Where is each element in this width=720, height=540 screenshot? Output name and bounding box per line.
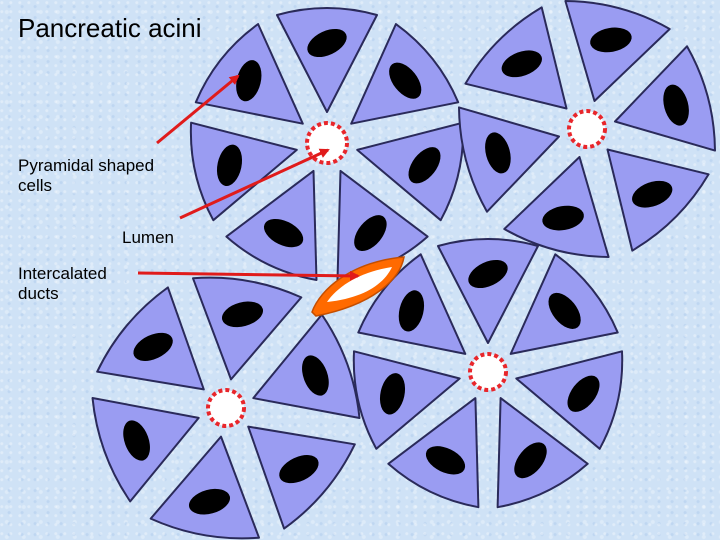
- pyramidal-cell: [192, 276, 303, 381]
- intercalated-duct-arrow: [137, 270, 360, 281]
- cell-nucleus: [548, 292, 581, 329]
- pyramidal-cell: [149, 435, 260, 540]
- cell-nucleus: [279, 455, 319, 484]
- intercalated-ducts-label: Intercalated ducts: [18, 264, 107, 303]
- cell-nucleus: [542, 205, 584, 231]
- cell-nucleus: [501, 50, 542, 78]
- cell-nucleus: [590, 27, 632, 53]
- cell-nucleus: [663, 84, 689, 126]
- cell-nucleus: [188, 488, 231, 515]
- page-title: Pancreatic acini: [18, 13, 202, 43]
- pyramidal-cells-label: Pyramidal shaped cells: [18, 156, 155, 195]
- acinar-lumen: [206, 388, 246, 428]
- acinar-lumen: [305, 121, 349, 165]
- cell-nucleus: [236, 60, 262, 102]
- intercalated-duct: [311, 256, 405, 317]
- pyramidal-cell: [276, 7, 378, 113]
- cell-nucleus: [398, 290, 425, 332]
- acinus-top-center: [189, 7, 465, 281]
- cell-nucleus: [408, 147, 441, 184]
- acinar-lumen: [468, 352, 508, 392]
- cell-nucleus: [133, 332, 173, 361]
- cell-nucleus: [514, 442, 547, 479]
- cell-nucleus: [263, 218, 304, 248]
- cell-nucleus: [216, 144, 243, 186]
- cell-nucleus: [485, 132, 511, 174]
- pyramidal-cell: [352, 350, 461, 450]
- pyramidal-cell: [189, 121, 298, 222]
- pyramidal-cell: [503, 156, 610, 258]
- cell-nucleus: [468, 259, 508, 289]
- cell-nucleus: [567, 375, 600, 412]
- cell-nucleus: [389, 62, 422, 99]
- cell-nucleus: [354, 215, 387, 252]
- acinus-bottom-right: [352, 238, 624, 509]
- duct-lumen: [327, 267, 392, 302]
- cell-nucleus: [123, 420, 150, 461]
- acinus-bottom-left: [91, 276, 361, 540]
- cell-nucleus: [632, 180, 673, 208]
- lumen-label: Lumen: [122, 228, 174, 247]
- cell-nucleus: [307, 28, 347, 58]
- pyramidal-cells-arrow: [156, 74, 240, 145]
- pyramidal-cell: [564, 0, 671, 102]
- cell-nucleus: [425, 446, 466, 475]
- cell-nucleus: [379, 373, 406, 415]
- acinar-lumen: [567, 109, 607, 149]
- cell-nucleus: [221, 301, 264, 328]
- lumen-arrow: [179, 148, 330, 220]
- cell-nucleus: [302, 355, 329, 396]
- pyramidal-cell: [437, 238, 539, 344]
- acinus-top-right: [458, 0, 716, 258]
